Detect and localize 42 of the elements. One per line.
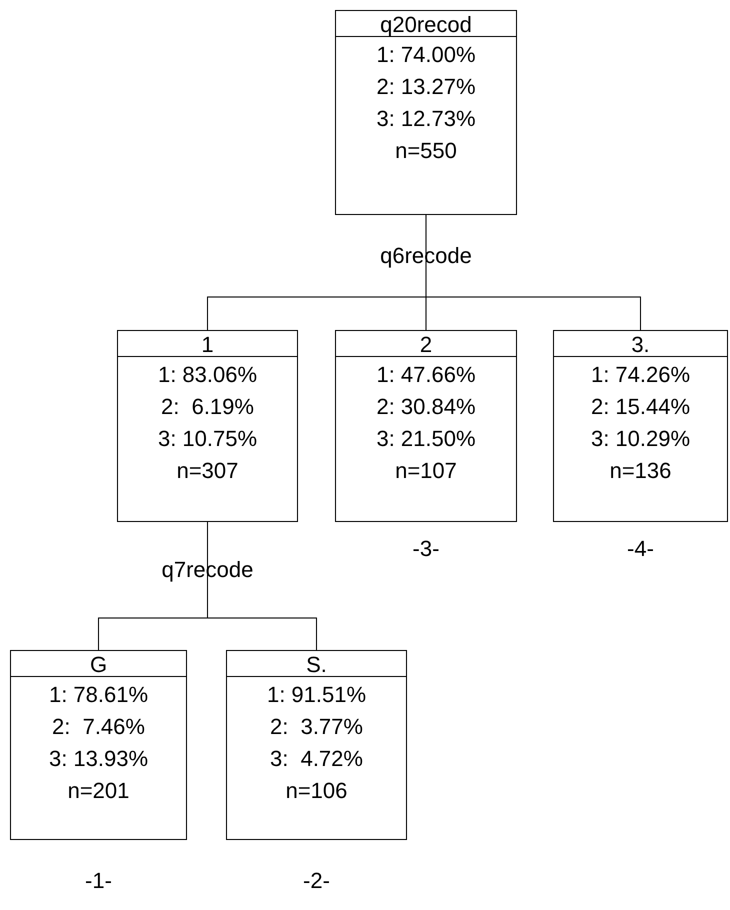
node-stat: 2: 3.77% (270, 713, 363, 741)
node-header: 1 (118, 331, 297, 357)
node-stat: n=107 (395, 457, 457, 485)
node-stat: 3: 10.29% (590, 425, 690, 453)
node-header: G (11, 651, 186, 677)
node-header: S. (227, 651, 406, 677)
node-stat: 1: 74.00% (376, 41, 476, 69)
tree-node-box (335, 330, 517, 522)
node-number: -2- (303, 868, 330, 894)
node-stat: n=307 (176, 457, 238, 485)
node-stat: 2: 15.44% (590, 393, 690, 421)
node-header: 3. (554, 331, 727, 357)
node-stat: n=136 (610, 457, 672, 485)
tree-node-box (553, 330, 728, 522)
tree-node-box (335, 10, 517, 215)
node-stat: 2: 13.27% (376, 73, 476, 101)
node-stat: 3: 10.75% (158, 425, 258, 453)
node-header: 2 (336, 331, 516, 357)
node-stat: 2: 6.19% (161, 393, 254, 421)
node-stat: 2: 7.46% (52, 713, 145, 741)
connector-line (426, 214, 641, 330)
node-stat: 1: 83.06% (158, 361, 258, 389)
node-stat: 1: 74.26% (590, 361, 690, 389)
node-stat: 3: 4.72% (270, 745, 363, 773)
node-stat: 1: 47.66% (376, 361, 476, 389)
node-number: -4- (627, 536, 654, 562)
node-stat: n=201 (68, 777, 130, 805)
tree-node-box (10, 650, 187, 840)
node-stat: n=550 (395, 137, 457, 165)
node-stat: 1: 91.51% (266, 681, 366, 709)
tree-node-box (226, 650, 407, 840)
node-header: q20recod (336, 11, 516, 37)
node-stat: 3: 12.73% (376, 105, 476, 133)
node-stat: n=106 (286, 777, 348, 805)
connector-line (207, 522, 317, 650)
tree-node-box (117, 330, 298, 522)
node-stat: 1: 78.61% (48, 681, 148, 709)
node-stat: 2: 30.84% (376, 393, 476, 421)
node-stat: 3: 13.93% (48, 745, 148, 773)
node-stat: 3: 21.50% (376, 425, 476, 453)
node-number: -3- (412, 536, 440, 562)
node-number: -1- (85, 868, 112, 894)
